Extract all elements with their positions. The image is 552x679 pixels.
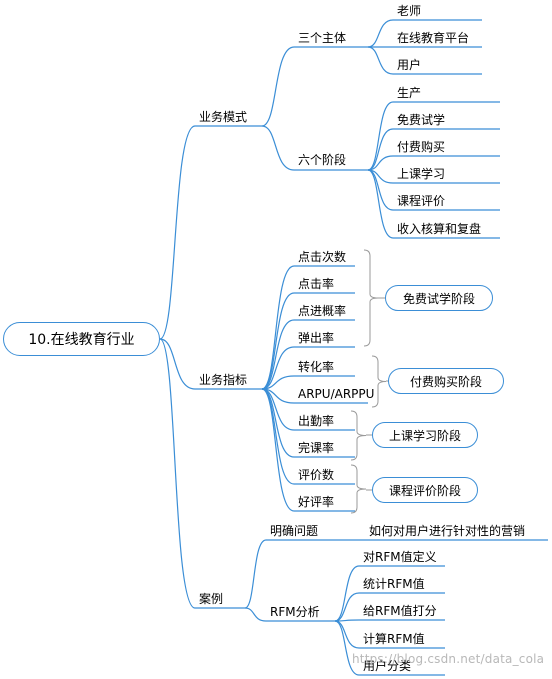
- edge-case-define-problem: [244, 539, 362, 609]
- stage-free-trial[interactable]: 免费试学阶段: [385, 285, 493, 311]
- leaf-user-segment[interactable]: 用户分类: [363, 659, 412, 673]
- edge-metric-4: [261, 375, 355, 390]
- leaf-rfm-define[interactable]: 对RFM值定义: [363, 550, 437, 564]
- branch-business-metrics[interactable]: 业务指标: [199, 373, 248, 387]
- leaf-targeted-marketing[interactable]: 如何对用户进行针对性的营销: [369, 524, 526, 538]
- edge-root-business-model: [159, 125, 262, 340]
- edge-model-six-stages: [261, 125, 368, 171]
- root-node[interactable]: 10.在线教育行业: [3, 322, 160, 356]
- leaf-revenue-review[interactable]: 收入核算和复盘: [397, 222, 482, 236]
- edge-metric-1: [261, 292, 355, 390]
- root-node-label: 10.在线教育行业: [28, 332, 135, 348]
- metric-click-count[interactable]: 点击次数: [298, 250, 347, 264]
- edge-rfm-leaf-0: [334, 565, 445, 622]
- leaf-attend-class[interactable]: 上课学习: [397, 167, 446, 181]
- edge-subject-leaf-2: [367, 46, 482, 75]
- group-three-subjects[interactable]: 三个主体: [298, 31, 347, 45]
- edge-stage-leaf-1: [367, 128, 500, 171]
- bracket-course-review: [350, 464, 367, 514]
- edge-subject-leaf-0: [367, 19, 482, 48]
- edge-rfm-leaf-2: [334, 619, 445, 622]
- edge-metric-9: [261, 388, 355, 512]
- leaf-teacher[interactable]: 老师: [397, 4, 422, 18]
- edge-metric-6: [261, 388, 355, 431]
- branch-case[interactable]: 案例: [199, 592, 224, 606]
- edge-case-rfm: [244, 607, 335, 622]
- stage-course-review[interactable]: 课程评价阶段: [372, 477, 478, 503]
- leaf-rfm-calc[interactable]: 计算RFM值: [363, 632, 425, 646]
- metric-click-in-rate[interactable]: 点进概率: [298, 304, 347, 318]
- group-rfm-analysis[interactable]: RFM分析: [270, 605, 320, 619]
- edge-stage-leaf-4: [367, 169, 500, 211]
- leaf-production[interactable]: 生产: [397, 86, 422, 100]
- leaf-rfm-stat[interactable]: 统计RFM值: [363, 577, 425, 591]
- leaf-platform[interactable]: 在线教育平台: [397, 31, 470, 45]
- edge-stage-leaf-2: [367, 155, 500, 171]
- metric-bounce-rate[interactable]: 弹出率: [298, 331, 335, 345]
- metric-review-count[interactable]: 评价数: [298, 468, 335, 482]
- edge-metric-5: [261, 388, 368, 404]
- edge-root-business-metrics: [159, 338, 262, 390]
- metric-click-rate[interactable]: 点击率: [298, 277, 335, 291]
- watermark: https://blog.csdn.net/data_cola: [352, 652, 545, 666]
- edge-stage-leaf-0: [367, 101, 500, 171]
- leaf-user[interactable]: 用户: [397, 58, 422, 72]
- leaf-rfm-score[interactable]: 给RFM值打分: [363, 604, 437, 618]
- leaf-free-trial[interactable]: 免费试学: [397, 113, 446, 127]
- metric-conversion-rate[interactable]: 转化率: [298, 360, 335, 374]
- metric-arpu[interactable]: ARPU/ARPPU: [298, 387, 375, 401]
- leaf-course-review[interactable]: 课程评价: [397, 194, 446, 208]
- metric-attendance-rate[interactable]: 出勤率: [298, 414, 335, 428]
- metric-positive-rate[interactable]: 好评率: [298, 495, 335, 509]
- edge-root-case: [159, 338, 245, 609]
- bracket-attend-class: [350, 410, 367, 461]
- edge-stage-leaf-5: [367, 169, 500, 239]
- bracket-free-trial: [363, 249, 379, 347]
- edge-rfm-leaf-4: [334, 620, 445, 676]
- group-define-problem[interactable]: 明确问题: [270, 524, 319, 538]
- stage-paid-purchase[interactable]: 付费购买阶段: [388, 368, 504, 394]
- edge-metric-3: [261, 346, 355, 390]
- edge-metric-0: [261, 265, 355, 390]
- branch-business-model[interactable]: 业务模式: [199, 110, 248, 124]
- edge-model-three-subjects: [261, 46, 368, 127]
- stage-attend-class[interactable]: 上课学习阶段: [372, 422, 478, 448]
- metric-completion-rate[interactable]: 完课率: [298, 441, 335, 455]
- edge-rfm-leaf-1: [334, 592, 445, 622]
- leaf-paid-purchase[interactable]: 付费购买: [397, 140, 446, 154]
- group-six-stages[interactable]: 六个阶段: [298, 153, 347, 167]
- edge-metric-2: [261, 319, 355, 390]
